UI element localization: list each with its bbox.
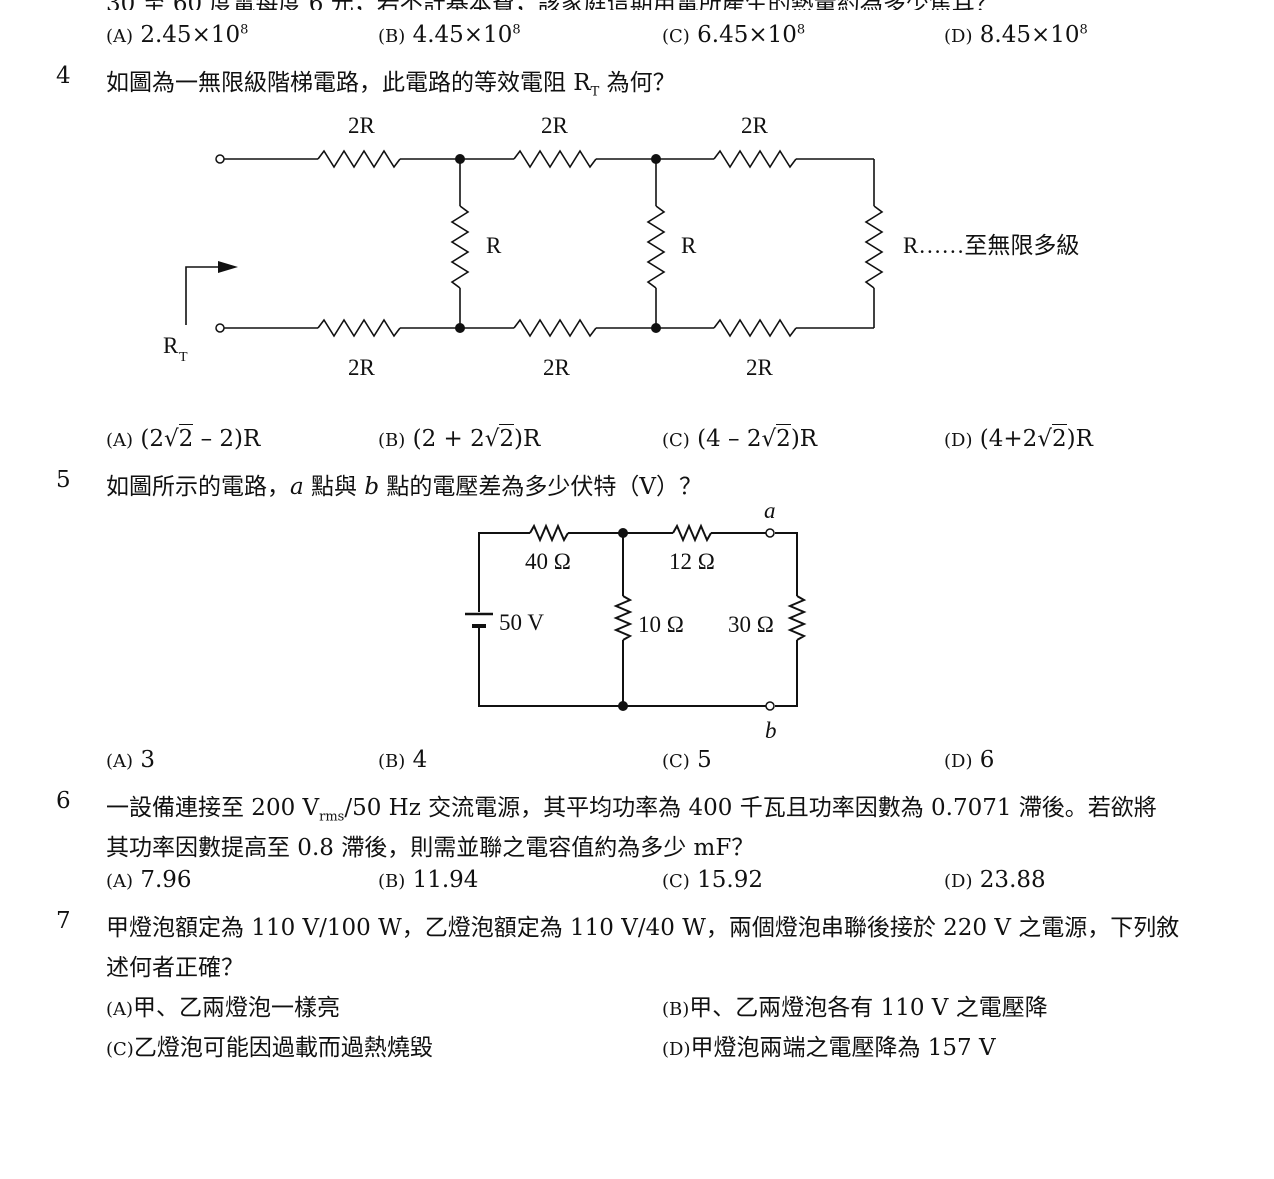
question-6-line-1: 一設備連接至 200 Vrms/50 Hz 交流電源，其平均功率為 400 千瓦… <box>106 795 1157 825</box>
q5-option-d: (D) 6 <box>944 747 995 773</box>
q6-option-b: (B) 11.94 <box>378 867 479 893</box>
question-7-number: 7 <box>56 908 71 934</box>
resistor-12-label: 12 Ω <box>669 549 715 574</box>
bottom-resistor-label: 2R <box>746 355 774 380</box>
q5-option-a: (A) 3 <box>106 747 155 773</box>
prev-option-d: (D) 8.45×108 <box>944 22 1088 48</box>
question-6-line-2: 其功率因數提高至 0.8 滯後，則需並聯之電容值約為多少 mF？ <box>106 835 755 861</box>
prev-option-b: (B) 4.45×108 <box>378 22 521 48</box>
rt-label: R <box>163 333 179 358</box>
shunt-resistor-label: R <box>681 233 697 258</box>
top-resistor-label: 2R <box>741 113 769 138</box>
q6-option-a: (A) 7.96 <box>106 867 192 893</box>
q5-option-b: (B) 4 <box>378 747 428 773</box>
question-5-number: 5 <box>56 467 71 493</box>
resistor-40-label: 40 Ω <box>525 549 571 574</box>
question-5-text: 如圖所示的電路，a 點與 b 點的電壓差為多少伏特（V）？ <box>106 474 702 500</box>
q4-option-d: (D) (4+2√2)R <box>944 424 1093 452</box>
ladder-circuit-figure: 2R 2R 2R R R R……至無限多級 2R 2R 2R R T <box>163 113 1079 380</box>
question-7-line-1: 甲燈泡額定為 110 V/100 W，乙燈泡額定為 110 V/40 W，兩個燈… <box>106 915 1180 941</box>
point-a-label: a <box>764 498 776 523</box>
prev-option-a: (A) 2.45×108 <box>106 22 249 48</box>
question-4-number: 4 <box>56 63 71 89</box>
q4-option-b: (B) (2 + 2√2)R <box>378 424 541 452</box>
prev-option-c: (C) 6.45×108 <box>662 22 806 48</box>
question-4-text: 如圖為一無限級階梯電路，此電路的等效電阻 RT 為何？ <box>106 70 676 100</box>
question-6-number: 6 <box>56 788 71 814</box>
q5-option-c: (C) 5 <box>662 747 712 773</box>
voltage-circuit-figure: a b 40 Ω 12 Ω 50 V 10 Ω 30 Ω <box>465 498 807 743</box>
question-7-line-2: 述何者正確？ <box>106 955 244 981</box>
q6-option-c: (C) 15.92 <box>662 867 763 893</box>
source-50v-label: 50 V <box>499 610 544 635</box>
resistor-30-label: 30 Ω <box>728 612 774 637</box>
last-shunt-label: R……至無限多級 <box>903 233 1079 258</box>
q7-option-c: (C)乙燈泡可能因過載而過熱燒毀 <box>106 1035 433 1061</box>
rt-label-sub: T <box>179 350 188 365</box>
q4-option-c: (C) (4 – 2√2)R <box>662 424 818 452</box>
point-b-label: b <box>765 718 777 743</box>
q7-option-d: (D)甲燈泡兩端之電壓降為 157 V <box>662 1035 996 1061</box>
q6-option-d: (D) 23.88 <box>944 867 1046 893</box>
previous-question-cut-text: 30 至 60 度電每度 6 元，若不計基本費，該家庭這期用電所產生的熱量約為多… <box>0 0 1274 10</box>
q4-option-a: (A) (2√2 – 2)R <box>106 424 261 452</box>
shunt-resistor-label: R <box>486 233 502 258</box>
q7-option-b: (B)甲、乙兩燈泡各有 110 V 之電壓降 <box>662 995 1048 1021</box>
bottom-resistor-label: 2R <box>348 355 376 380</box>
bottom-resistor-label: 2R <box>543 355 571 380</box>
top-resistor-label: 2R <box>541 113 569 138</box>
top-resistor-label: 2R <box>348 113 376 138</box>
resistor-10-label: 10 Ω <box>638 612 684 637</box>
q7-option-a: (A)甲、乙兩燈泡一樣亮 <box>106 995 341 1021</box>
